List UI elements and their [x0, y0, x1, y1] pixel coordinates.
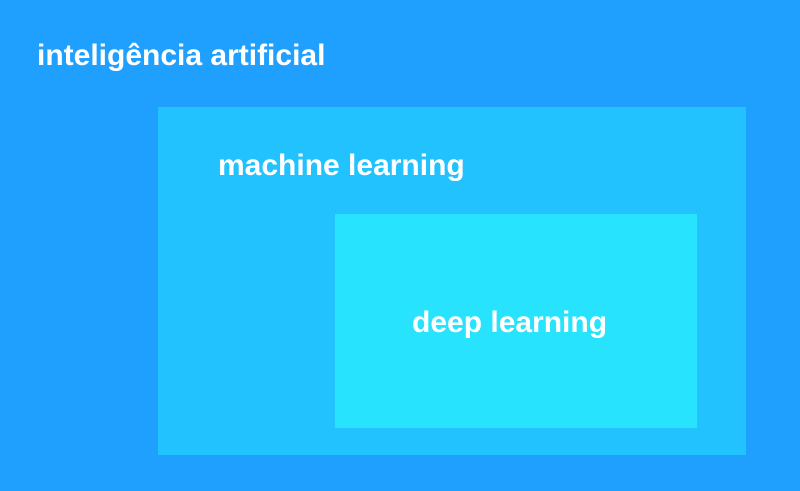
ai-label: inteligência artificial: [37, 39, 326, 72]
deep-learning-box: deep learning: [335, 214, 697, 428]
machine-learning-label: machine learning: [218, 149, 465, 182]
machine-learning-box: machine learning deep learning: [158, 107, 746, 455]
deep-learning-label: deep learning: [412, 306, 608, 339]
